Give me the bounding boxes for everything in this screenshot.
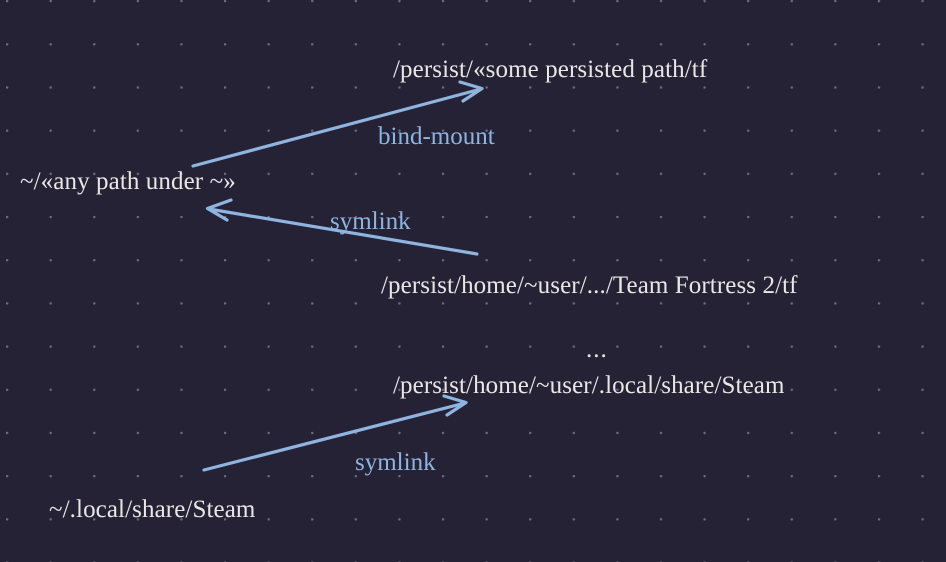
node-home-any-path-under-tilde: ~/«any path under ~» <box>20 168 236 195</box>
node-persist-home-user-local-share-steam: /persist/home/~user/.local/share/Steam <box>393 372 785 399</box>
ellipsis-separator: ... <box>586 336 608 363</box>
edge-label-symlink-upper: symlink <box>330 208 411 235</box>
edge-label-symlink-lower: symlink <box>355 449 436 476</box>
edge-label-bind-mount: bind-mount <box>378 123 495 150</box>
node-persist-home-user-team-fortress-2-tf: /persist/home/~user/.../Team Fortress 2/… <box>381 272 798 299</box>
node-home-local-share-steam: ~/.local/share/Steam <box>49 496 256 523</box>
node-persist-some-persisted-path-tf: /persist/«some persisted path/tf <box>393 56 708 83</box>
